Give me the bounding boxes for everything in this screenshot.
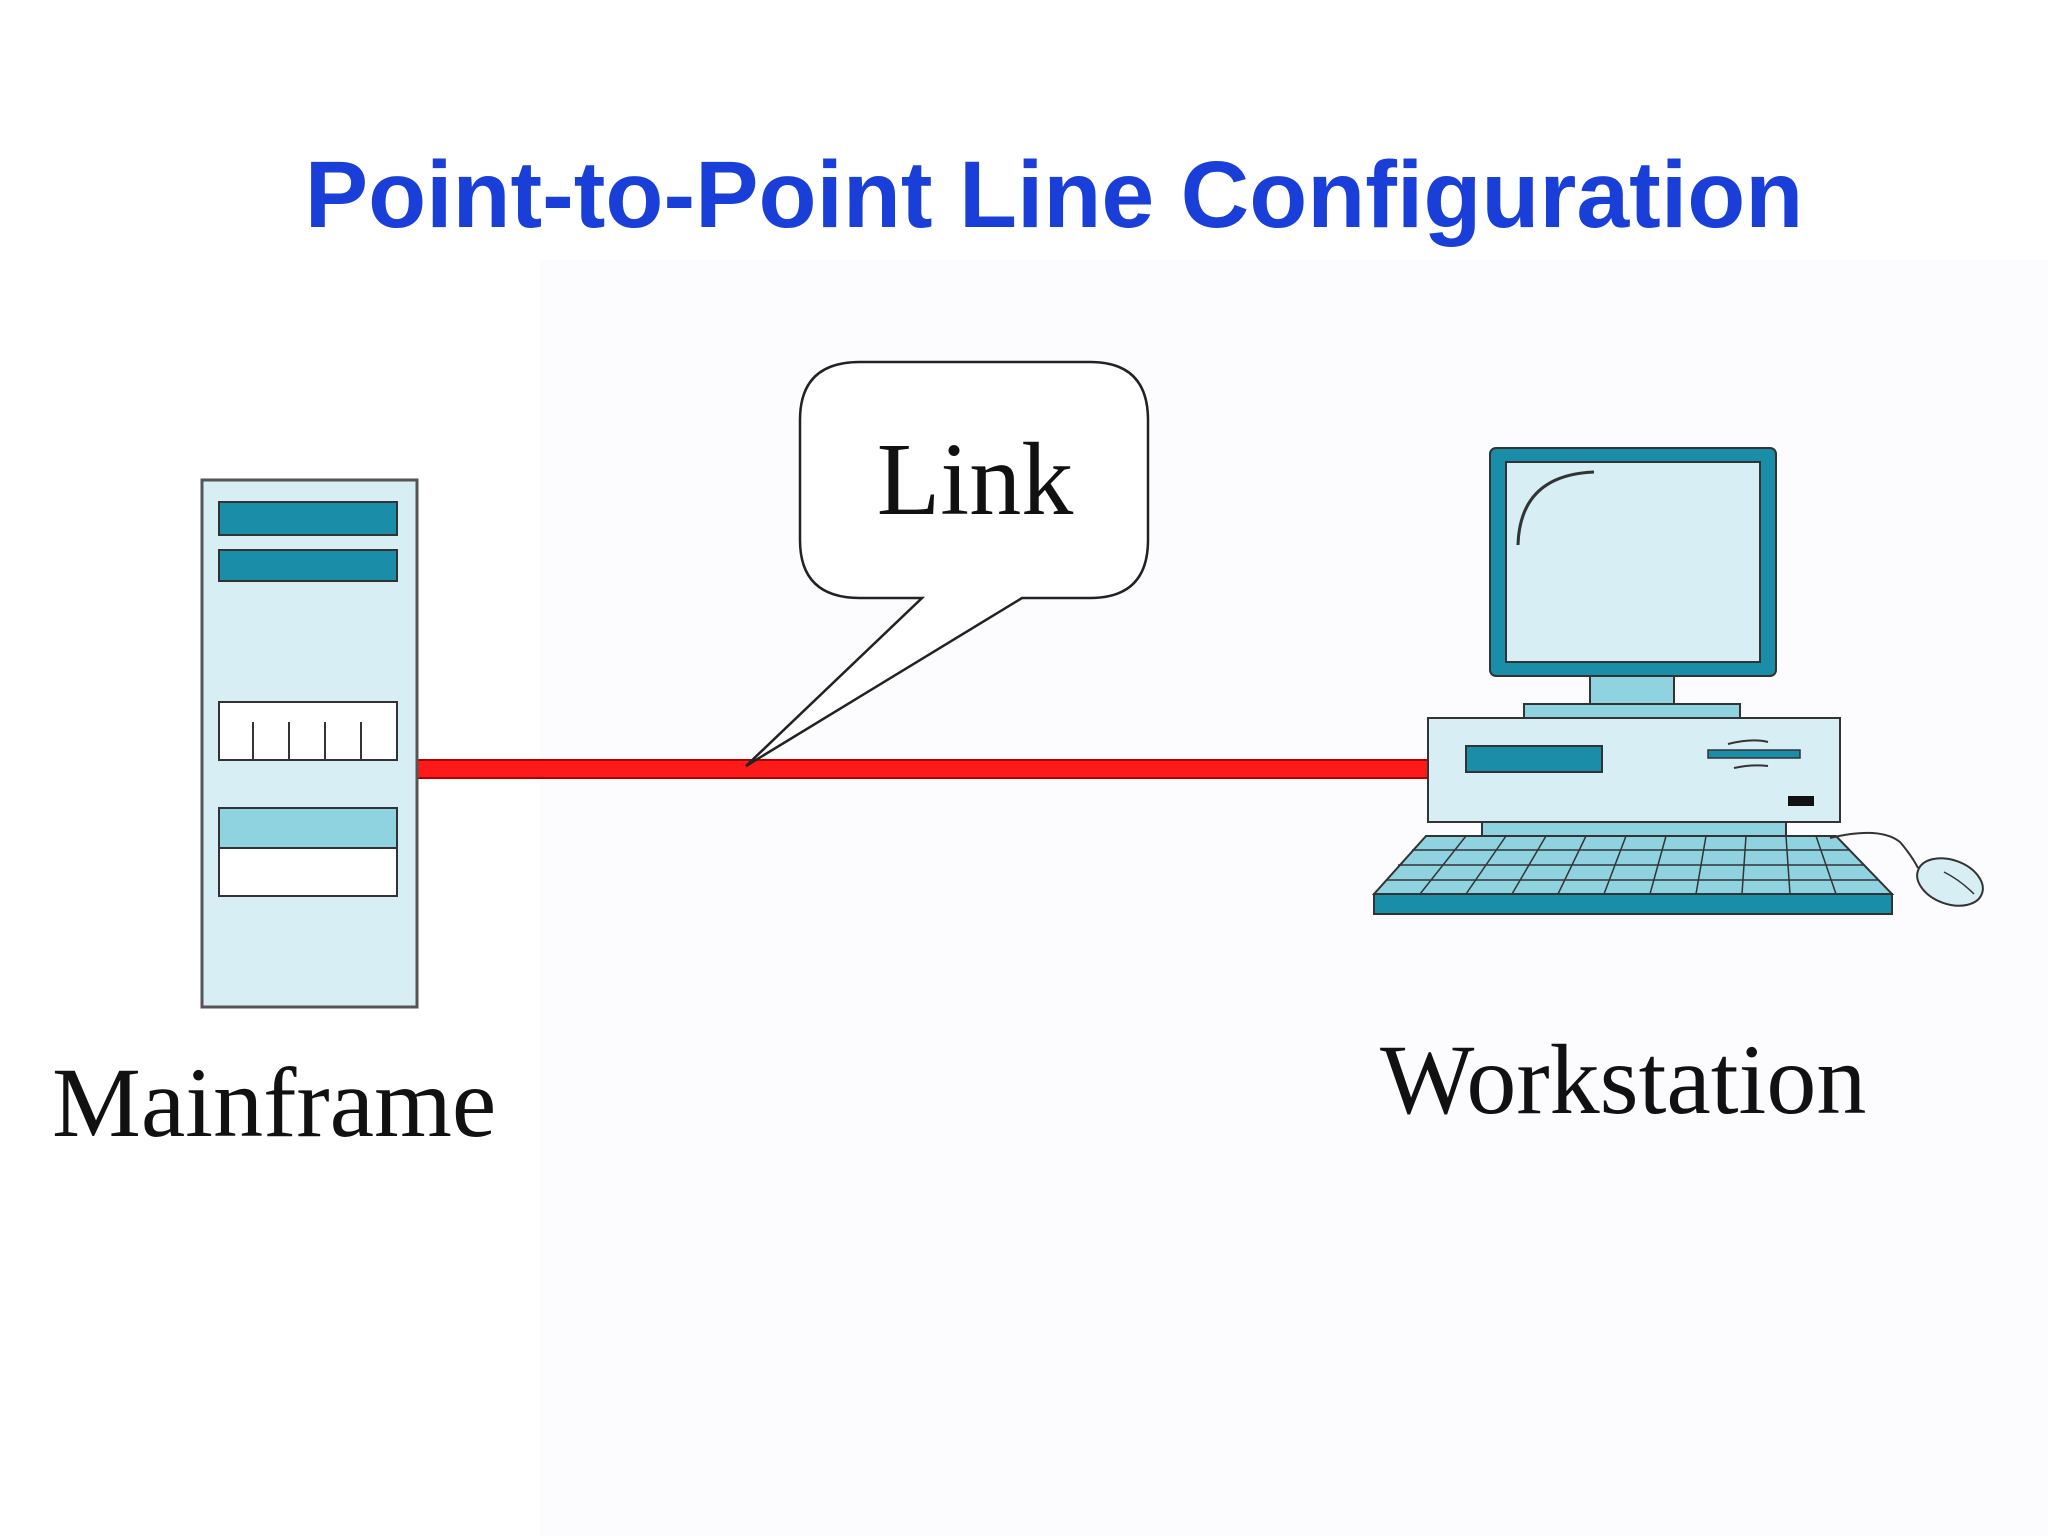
workstation-label: Workstation [1380,1024,1867,1135]
link-callout [745,360,1150,768]
server-tower-icon [200,478,419,1009]
link-label: Link [876,422,1074,537]
link-line [416,759,1428,779]
desktop-computer-icon [1371,447,1984,915]
slide-title: Point-to-Point Line Configuration [304,142,1804,248]
mainframe-label: Mainframe [52,1047,497,1158]
